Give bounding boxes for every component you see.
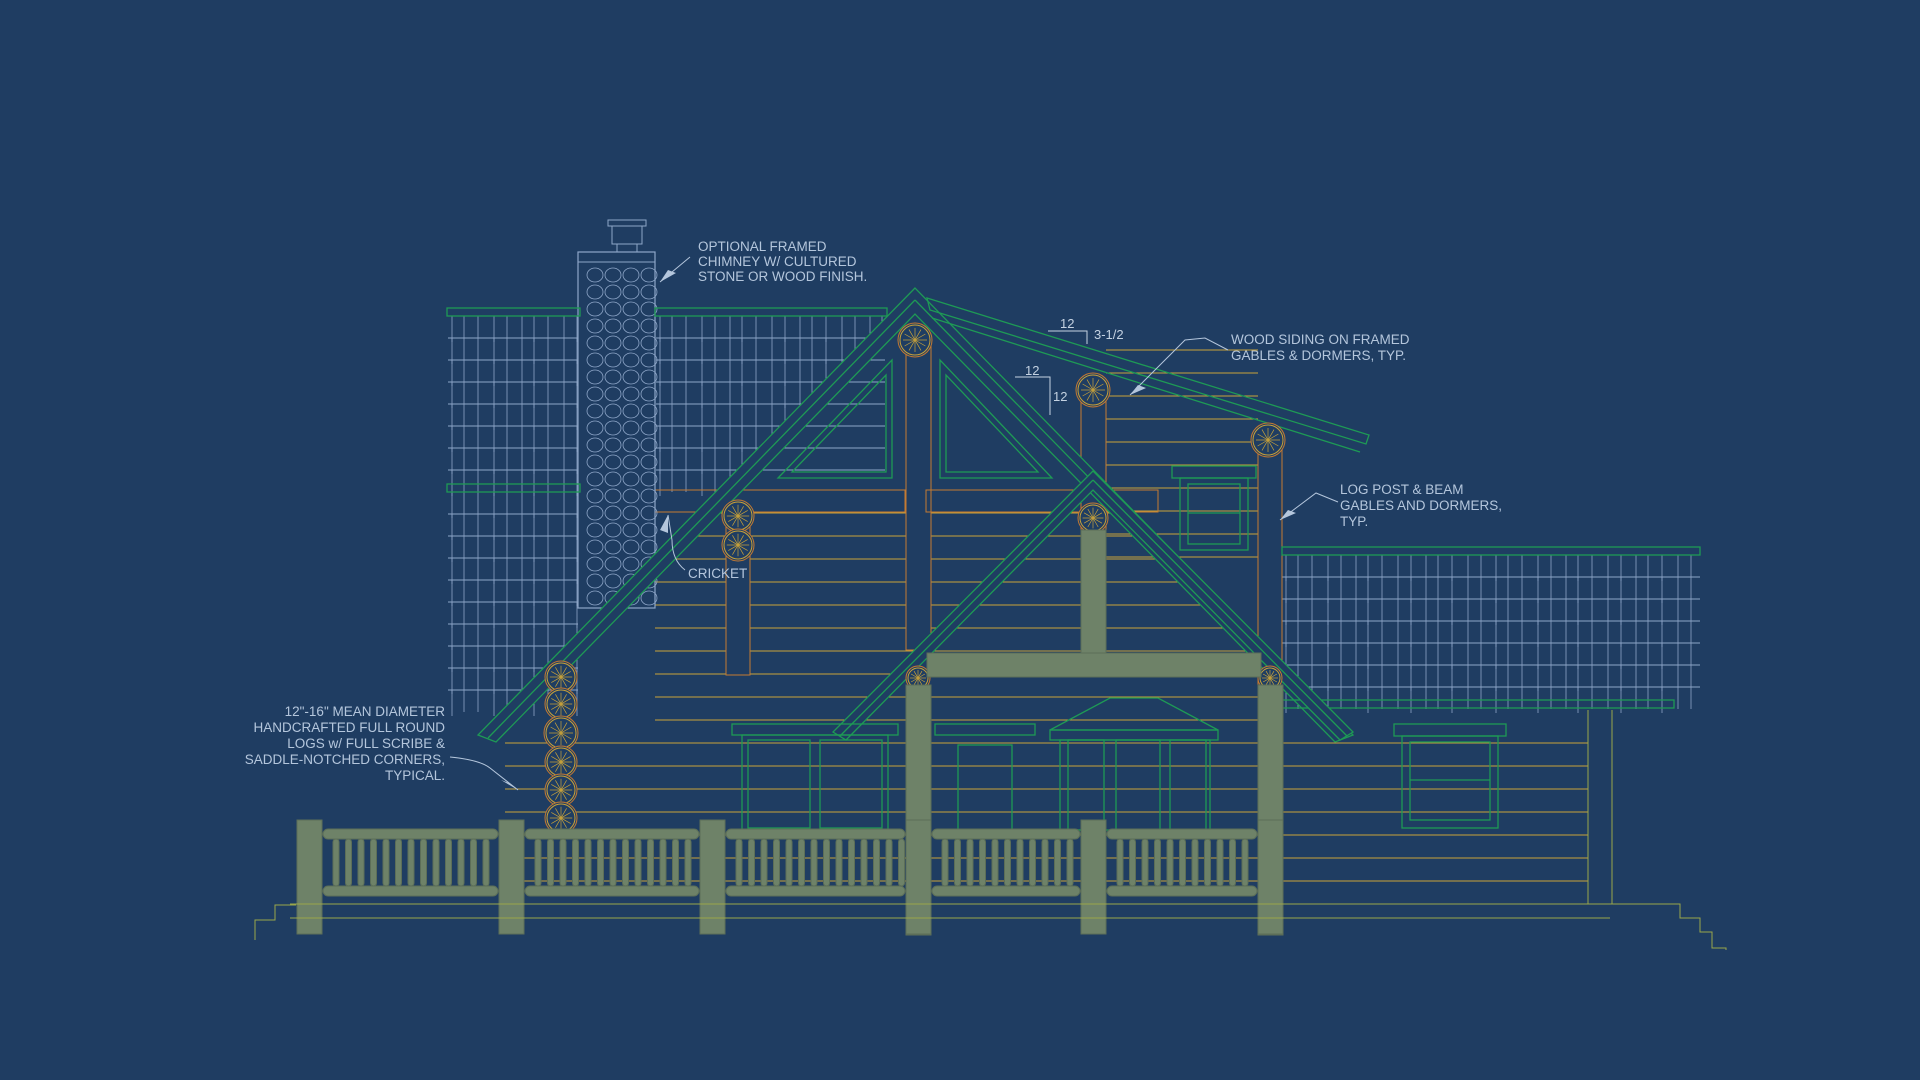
stone-chimney bbox=[577, 219, 658, 609]
leader-arrows bbox=[449, 256, 1339, 791]
svg-text:GABLES AND DORMERS,: GABLES AND DORMERS, bbox=[1340, 498, 1502, 513]
upper-rise-label: 3-1/2 bbox=[1094, 327, 1124, 342]
svg-text:LOGS w/ FULL SCRIBE &: LOGS w/ FULL SCRIBE & bbox=[287, 736, 445, 751]
roof-framing bbox=[446, 287, 1701, 836]
svg-text:HANDCRAFTED FULL ROUND: HANDCRAFTED FULL ROUND bbox=[253, 720, 445, 735]
log-end-rounds bbox=[543, 322, 1286, 835]
svg-text:TYP.: TYP. bbox=[1340, 514, 1368, 529]
svg-text:TYPICAL.: TYPICAL. bbox=[385, 768, 445, 783]
log-post-annotation: LOG POST & BEAM GABLES AND DORMERS, TYP. bbox=[1340, 482, 1502, 529]
svg-text:12"-16" MEAN DIAMETER: 12"-16" MEAN DIAMETER bbox=[285, 704, 446, 719]
lower-rise-label: 12 bbox=[1053, 389, 1067, 404]
svg-text:STONE OR WOOD FINISH.: STONE OR WOOD FINISH. bbox=[698, 269, 867, 284]
svg-text:LOG POST & BEAM: LOG POST & BEAM bbox=[1340, 482, 1464, 497]
logs-annotation: 12"-16" MEAN DIAMETER HANDCRAFTED FULL R… bbox=[245, 704, 446, 783]
svg-text:WOOD SIDING ON FRAMED: WOOD SIDING ON FRAMED bbox=[1231, 332, 1410, 347]
ground-line bbox=[254, 710, 1727, 950]
lower-run-label: 12 bbox=[1025, 363, 1039, 378]
chimney-annotation: OPTIONAL FRAMED CHIMNEY W/ CULTURED STON… bbox=[698, 239, 867, 284]
svg-text:SADDLE-NOTCHED CORNERS,: SADDLE-NOTCHED CORNERS, bbox=[245, 752, 445, 767]
pitch-marks: 12 3-1/2 12 12 bbox=[1015, 316, 1124, 415]
svg-text:GABLES & DORMERS, TYP.: GABLES & DORMERS, TYP. bbox=[1231, 348, 1406, 363]
wood-siding-annotation: WOOD SIDING ON FRAMED GABLES & DORMERS, … bbox=[1231, 332, 1410, 363]
porch-posts-and-beam bbox=[296, 529, 1284, 936]
svg-text:CHIMNEY W/ CULTURED: CHIMNEY W/ CULTURED bbox=[698, 254, 857, 269]
cricket-annotation: CRICKET bbox=[688, 566, 747, 581]
upper-run-label: 12 bbox=[1060, 316, 1074, 331]
svg-text:OPTIONAL FRAMED: OPTIONAL FRAMED bbox=[698, 239, 827, 254]
